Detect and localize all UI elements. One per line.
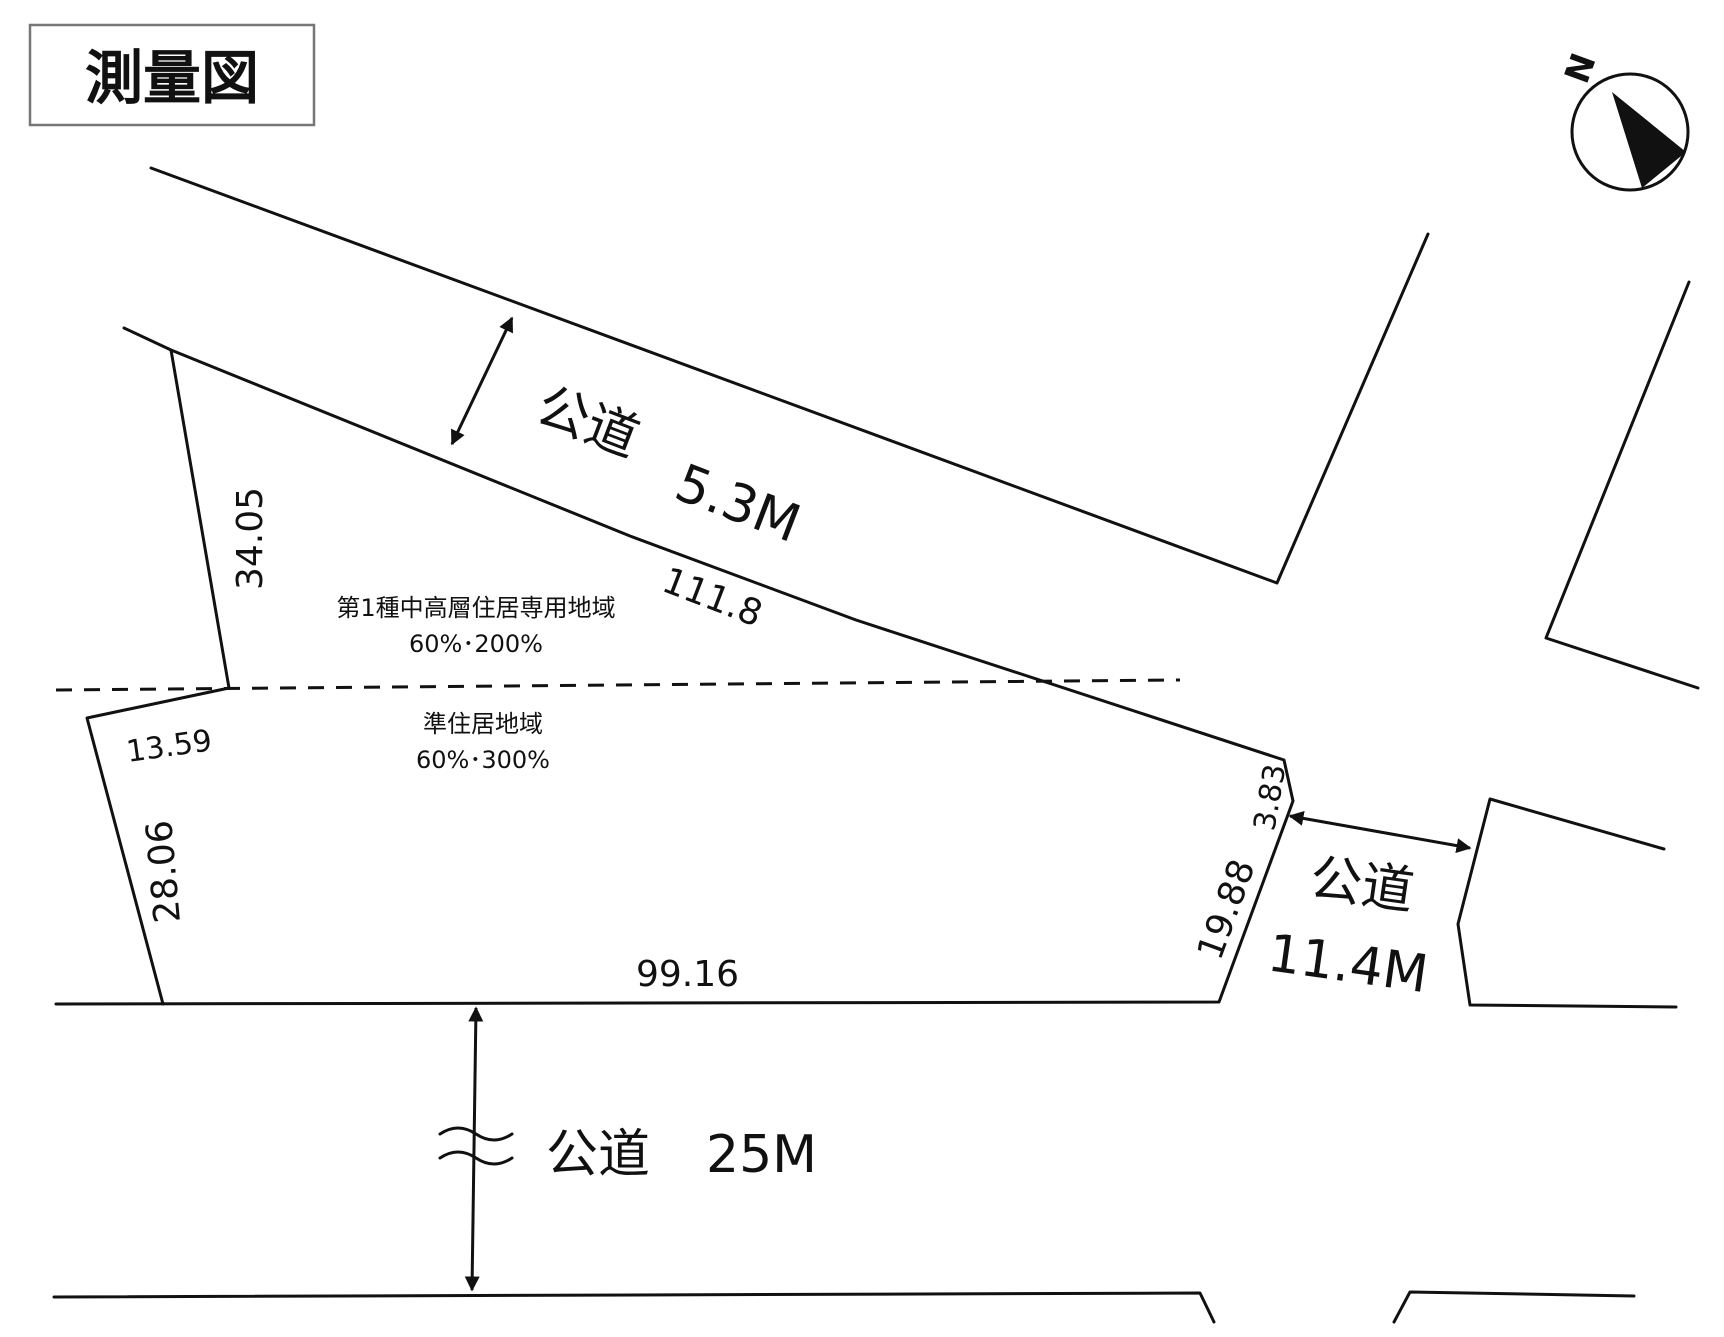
north-road-label: 公道 <box>528 376 647 469</box>
page-title: 測量図 <box>85 44 259 112</box>
east-block-edge <box>1544 280 1700 690</box>
north-road-inner-edge <box>122 326 173 352</box>
north-road-width-arrow <box>450 316 514 446</box>
property-west-boundary <box>85 348 231 1006</box>
dimension-north-boundary: 111.8 <box>657 560 768 635</box>
south-road-label: 公道 <box>546 1125 650 1185</box>
north-road-width: 5.3M <box>667 453 808 555</box>
dimension-south-boundary: 99.16 <box>636 954 739 995</box>
zone-boundary-line <box>55 678 1181 692</box>
east-road-width-arrow <box>1288 810 1472 854</box>
dimension-west-step: 13.59 <box>124 723 214 770</box>
dimension-west-lower: 28.06 <box>139 819 189 925</box>
south-road-lower-edge-east <box>1392 1290 1636 1324</box>
zone-lower-name: 準住居地域 <box>423 710 543 738</box>
zone-upper-name: 第1種中高層住居専用地域 <box>336 594 615 622</box>
property-boundary <box>54 348 1295 1006</box>
north-road-outer-edge <box>149 166 1430 585</box>
east-road-width: 11.4M <box>1264 923 1431 1005</box>
compass: N <box>1557 48 1690 192</box>
southeast-block-edge <box>1456 797 1678 1009</box>
south-road-lower-edge <box>52 1291 1216 1324</box>
south-road-break-mark-icon <box>438 1126 514 1166</box>
title-box: 測量図 <box>28 23 316 127</box>
south-road-width-arrow <box>464 1006 484 1292</box>
dimension-west-upper: 34.05 <box>230 487 271 590</box>
zone-lower-ratio: 60%･300% <box>416 746 550 774</box>
compass-needle-icon <box>1612 92 1686 188</box>
south-road-width: 25M <box>706 1125 817 1185</box>
zone-upper-ratio: 60%･200% <box>409 630 543 658</box>
east-road-label: 公道 <box>1306 848 1417 922</box>
